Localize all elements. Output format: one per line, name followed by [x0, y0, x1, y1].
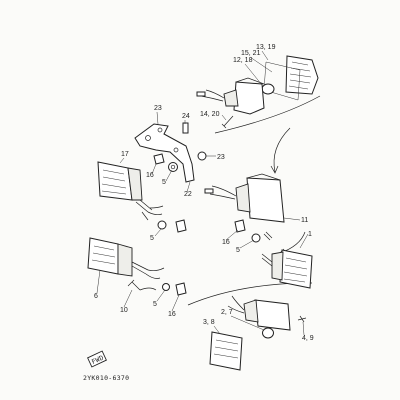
grommet-16-lower — [175, 282, 187, 296]
catalog-code: 2YK010-6370 — [83, 374, 129, 382]
label-5-right: 5 — [236, 247, 240, 254]
label-11: 11 — [301, 217, 308, 224]
housing-top-right — [223, 77, 265, 115]
stem-left-mid — [141, 211, 149, 221]
label-1: 1 — [308, 231, 312, 238]
label-2-7: 2, 7 — [221, 309, 233, 316]
nut-5-right — [251, 233, 261, 243]
gasket-top-right — [263, 61, 301, 101]
label-15-21: 15, 21 — [241, 50, 261, 57]
connector-right-middle — [204, 188, 214, 194]
grommet-16-right — [234, 219, 246, 233]
label-3-8: 3, 8 — [203, 319, 215, 326]
label-10: 10 — [120, 307, 128, 314]
label-16-lower: 16 — [168, 311, 176, 318]
flasher-right-lower — [271, 249, 313, 289]
stem-left-upper — [135, 199, 153, 213]
flasher-right-middle — [235, 173, 285, 223]
label-24: 24 — [182, 113, 190, 120]
stem-left-lower — [131, 261, 149, 275]
fwd-badge — [87, 350, 107, 368]
flasher-left-lower — [87, 237, 133, 277]
lens-top-right — [285, 55, 319, 95]
nut-5-lower — [162, 283, 170, 291]
label-5-top: 5 — [162, 179, 166, 186]
nut-5-left-mid — [157, 220, 167, 230]
label-5-lower: 5 — [153, 301, 157, 308]
screw-4-9 — [297, 315, 307, 323]
stem-right-lower — [261, 253, 273, 267]
wire-left-lower — [145, 267, 165, 279]
label-13-19: 13, 19 — [256, 44, 276, 51]
label-6: 6 — [94, 293, 98, 300]
grommet-16-left — [153, 153, 165, 165]
label-22: 22 — [184, 191, 192, 198]
wire-bottom-right — [227, 295, 245, 314]
nut-5-left — [168, 162, 178, 172]
bulb-bottom-right — [262, 327, 274, 339]
screw-14-20 — [221, 115, 234, 129]
bracket-hole-1 — [145, 135, 151, 141]
housing-bottom-right — [243, 299, 291, 331]
washer-right — [263, 231, 273, 241]
arrowhead-upper — [270, 165, 279, 174]
label-12-18: 12, 18 — [233, 57, 253, 64]
wire-bundle-lower — [139, 287, 157, 291]
connector-top-right — [196, 91, 206, 97]
assembly-arrow-upper — [273, 127, 291, 173]
bracket-hole-3 — [173, 147, 179, 153]
label-16-right: 16 — [222, 239, 230, 246]
flasher-left-upper — [97, 161, 143, 201]
grommet-16-left-mid — [175, 219, 187, 233]
lens-bottom-left — [209, 331, 243, 371]
wire-right-middle — [209, 185, 237, 200]
nut-23 — [197, 151, 207, 161]
nut-5-left-inner — [170, 164, 176, 170]
bolt-24 — [182, 122, 189, 134]
label-23-right: 23 — [217, 154, 225, 161]
label-5-left-mid: 5 — [150, 235, 154, 242]
leader-lines — [96, 50, 309, 336]
label-4-9: 4, 9 — [302, 335, 314, 342]
bracket-23 — [134, 123, 195, 183]
label-14-20: 14, 20 — [200, 111, 220, 118]
label-17: 17 — [121, 151, 129, 158]
label-23-top: 23 — [154, 105, 162, 112]
screw-10 — [127, 279, 141, 291]
bracket-hole-2 — [157, 127, 163, 133]
label-16-top: 16 — [146, 172, 154, 179]
wire-left-upper — [147, 205, 164, 216]
section-divider-top — [214, 95, 321, 134]
bulb-top-right — [261, 83, 275, 95]
